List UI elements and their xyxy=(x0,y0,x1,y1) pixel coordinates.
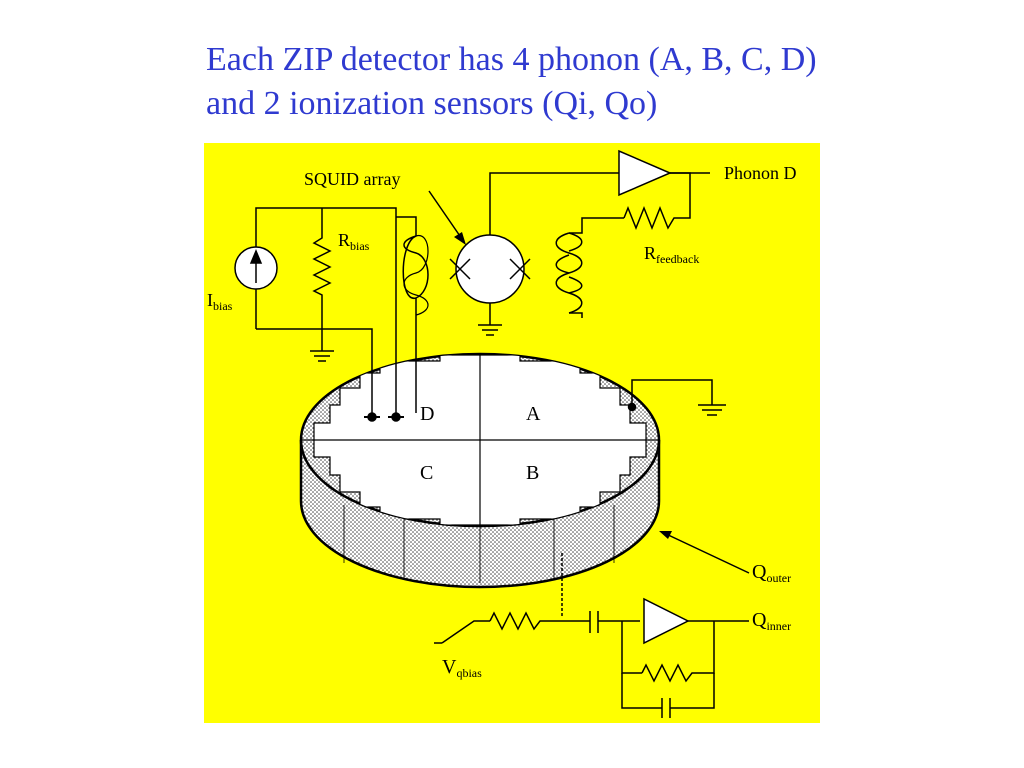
sensor-b-label: B xyxy=(526,462,539,484)
q-outer-label: Qouter xyxy=(752,561,791,585)
input-coil-icon xyxy=(396,216,429,413)
charge-circuit xyxy=(434,531,750,718)
ground-icon xyxy=(698,404,726,416)
ground-icon xyxy=(478,324,502,336)
charge-amplifier-icon xyxy=(643,597,690,645)
i-bias-label: Ibias xyxy=(207,290,233,313)
charge-bias-resistor-icon xyxy=(489,611,584,631)
phonon-d-label: Phonon D xyxy=(724,163,797,183)
squid-icon xyxy=(449,172,619,325)
sensor-d-label: D xyxy=(420,403,434,425)
slide-title: Each ZIP detector has 4 phonon (A, B, C,… xyxy=(206,38,1006,126)
r-bias-resistor-icon xyxy=(312,208,332,351)
amplifier-icon xyxy=(618,149,672,197)
current-source-icon xyxy=(234,246,278,290)
detector-cylinder xyxy=(299,352,661,589)
title-line-1: Each ZIP detector has 4 phonon (A, B, C,… xyxy=(206,41,817,78)
r-bias-label: Rbias xyxy=(338,230,370,253)
circuit-schematic: SQUID array Phonon D Rbias Rfeedback Ibi… xyxy=(204,143,820,723)
r-feedback-label: Rfeedback xyxy=(644,243,699,266)
sensor-a-label: A xyxy=(526,403,541,425)
sensor-c-label: C xyxy=(420,462,433,484)
title-line-2: and 2 ionization sensors (Qi, Qo) xyxy=(206,85,658,122)
v-qbias-label: Vqbias xyxy=(442,656,482,680)
q-outer-arrow xyxy=(663,532,750,574)
q-inner-label: Qinner xyxy=(752,609,791,633)
squid-array-label: SQUID array xyxy=(304,169,400,189)
ground-icon xyxy=(310,350,334,362)
feedback-coil-icon xyxy=(555,232,583,314)
zip-detector-diagram: SQUID array Phonon D Rbias Rfeedback Ibi… xyxy=(204,143,820,723)
charge-feedback-resistor-icon xyxy=(641,621,715,683)
phonon-bias-circuit xyxy=(234,149,726,422)
squid-array-arrow xyxy=(428,190,463,240)
r-feedback-resistor-icon xyxy=(623,172,691,231)
capacitor-icon xyxy=(584,611,640,633)
